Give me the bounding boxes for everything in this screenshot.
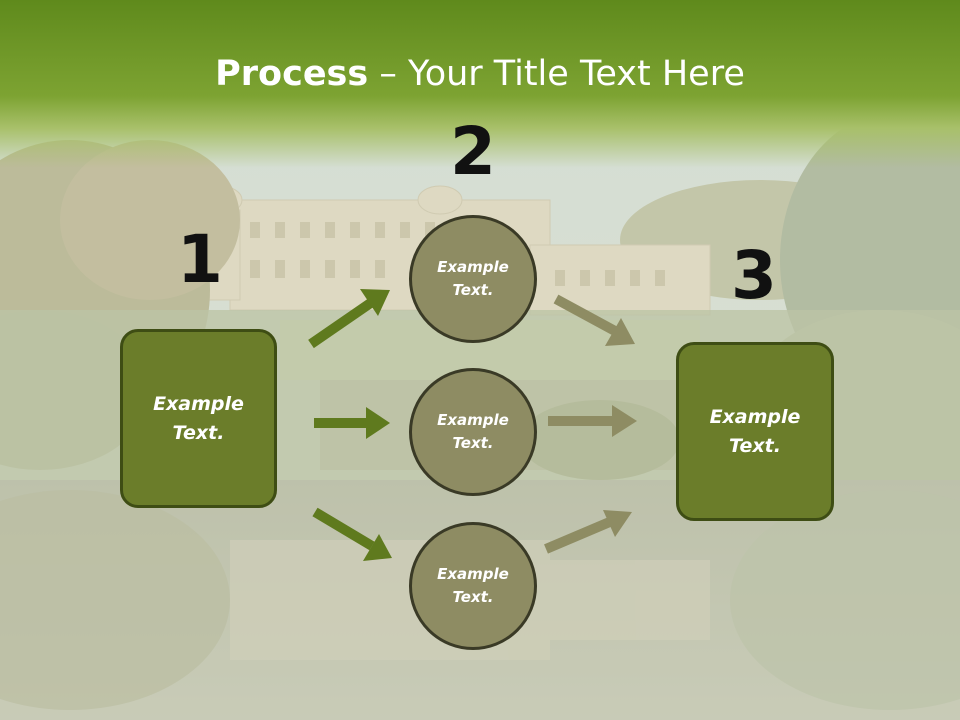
- title-bold: Process: [215, 54, 369, 94]
- circle-middle-text: Example Text.: [437, 411, 509, 452]
- title-rest: – Your Title Text Here: [368, 54, 745, 94]
- step-1-text: Example Text.: [153, 392, 244, 444]
- step-1-box: Example Text.: [120, 329, 277, 508]
- step-number-2: 2: [450, 113, 496, 190]
- arrow-2-bot: [544, 510, 632, 554]
- arrow-1-mid: [314, 407, 390, 439]
- arrow-1-bot: [312, 507, 392, 561]
- step-2-circle-bottom: Example Text.: [409, 522, 537, 650]
- step-number-1: 1: [177, 221, 223, 298]
- arrow-1-top: [308, 289, 390, 349]
- step-3-text: Example Text.: [709, 405, 801, 457]
- step-2-circle-middle: Example Text.: [409, 368, 537, 496]
- arrow-2-top: [553, 294, 635, 346]
- circle-bottom-text: Example Text.: [437, 565, 509, 606]
- step-number-3: 3: [731, 237, 777, 314]
- step-3-box: Example Text.: [676, 342, 834, 521]
- circle-top-text: Example Text.: [437, 258, 509, 299]
- slide-title: Process – Your Title Text Here: [0, 52, 960, 96]
- step-2-circle-top: Example Text.: [409, 215, 537, 343]
- arrow-2-mid: [548, 405, 637, 437]
